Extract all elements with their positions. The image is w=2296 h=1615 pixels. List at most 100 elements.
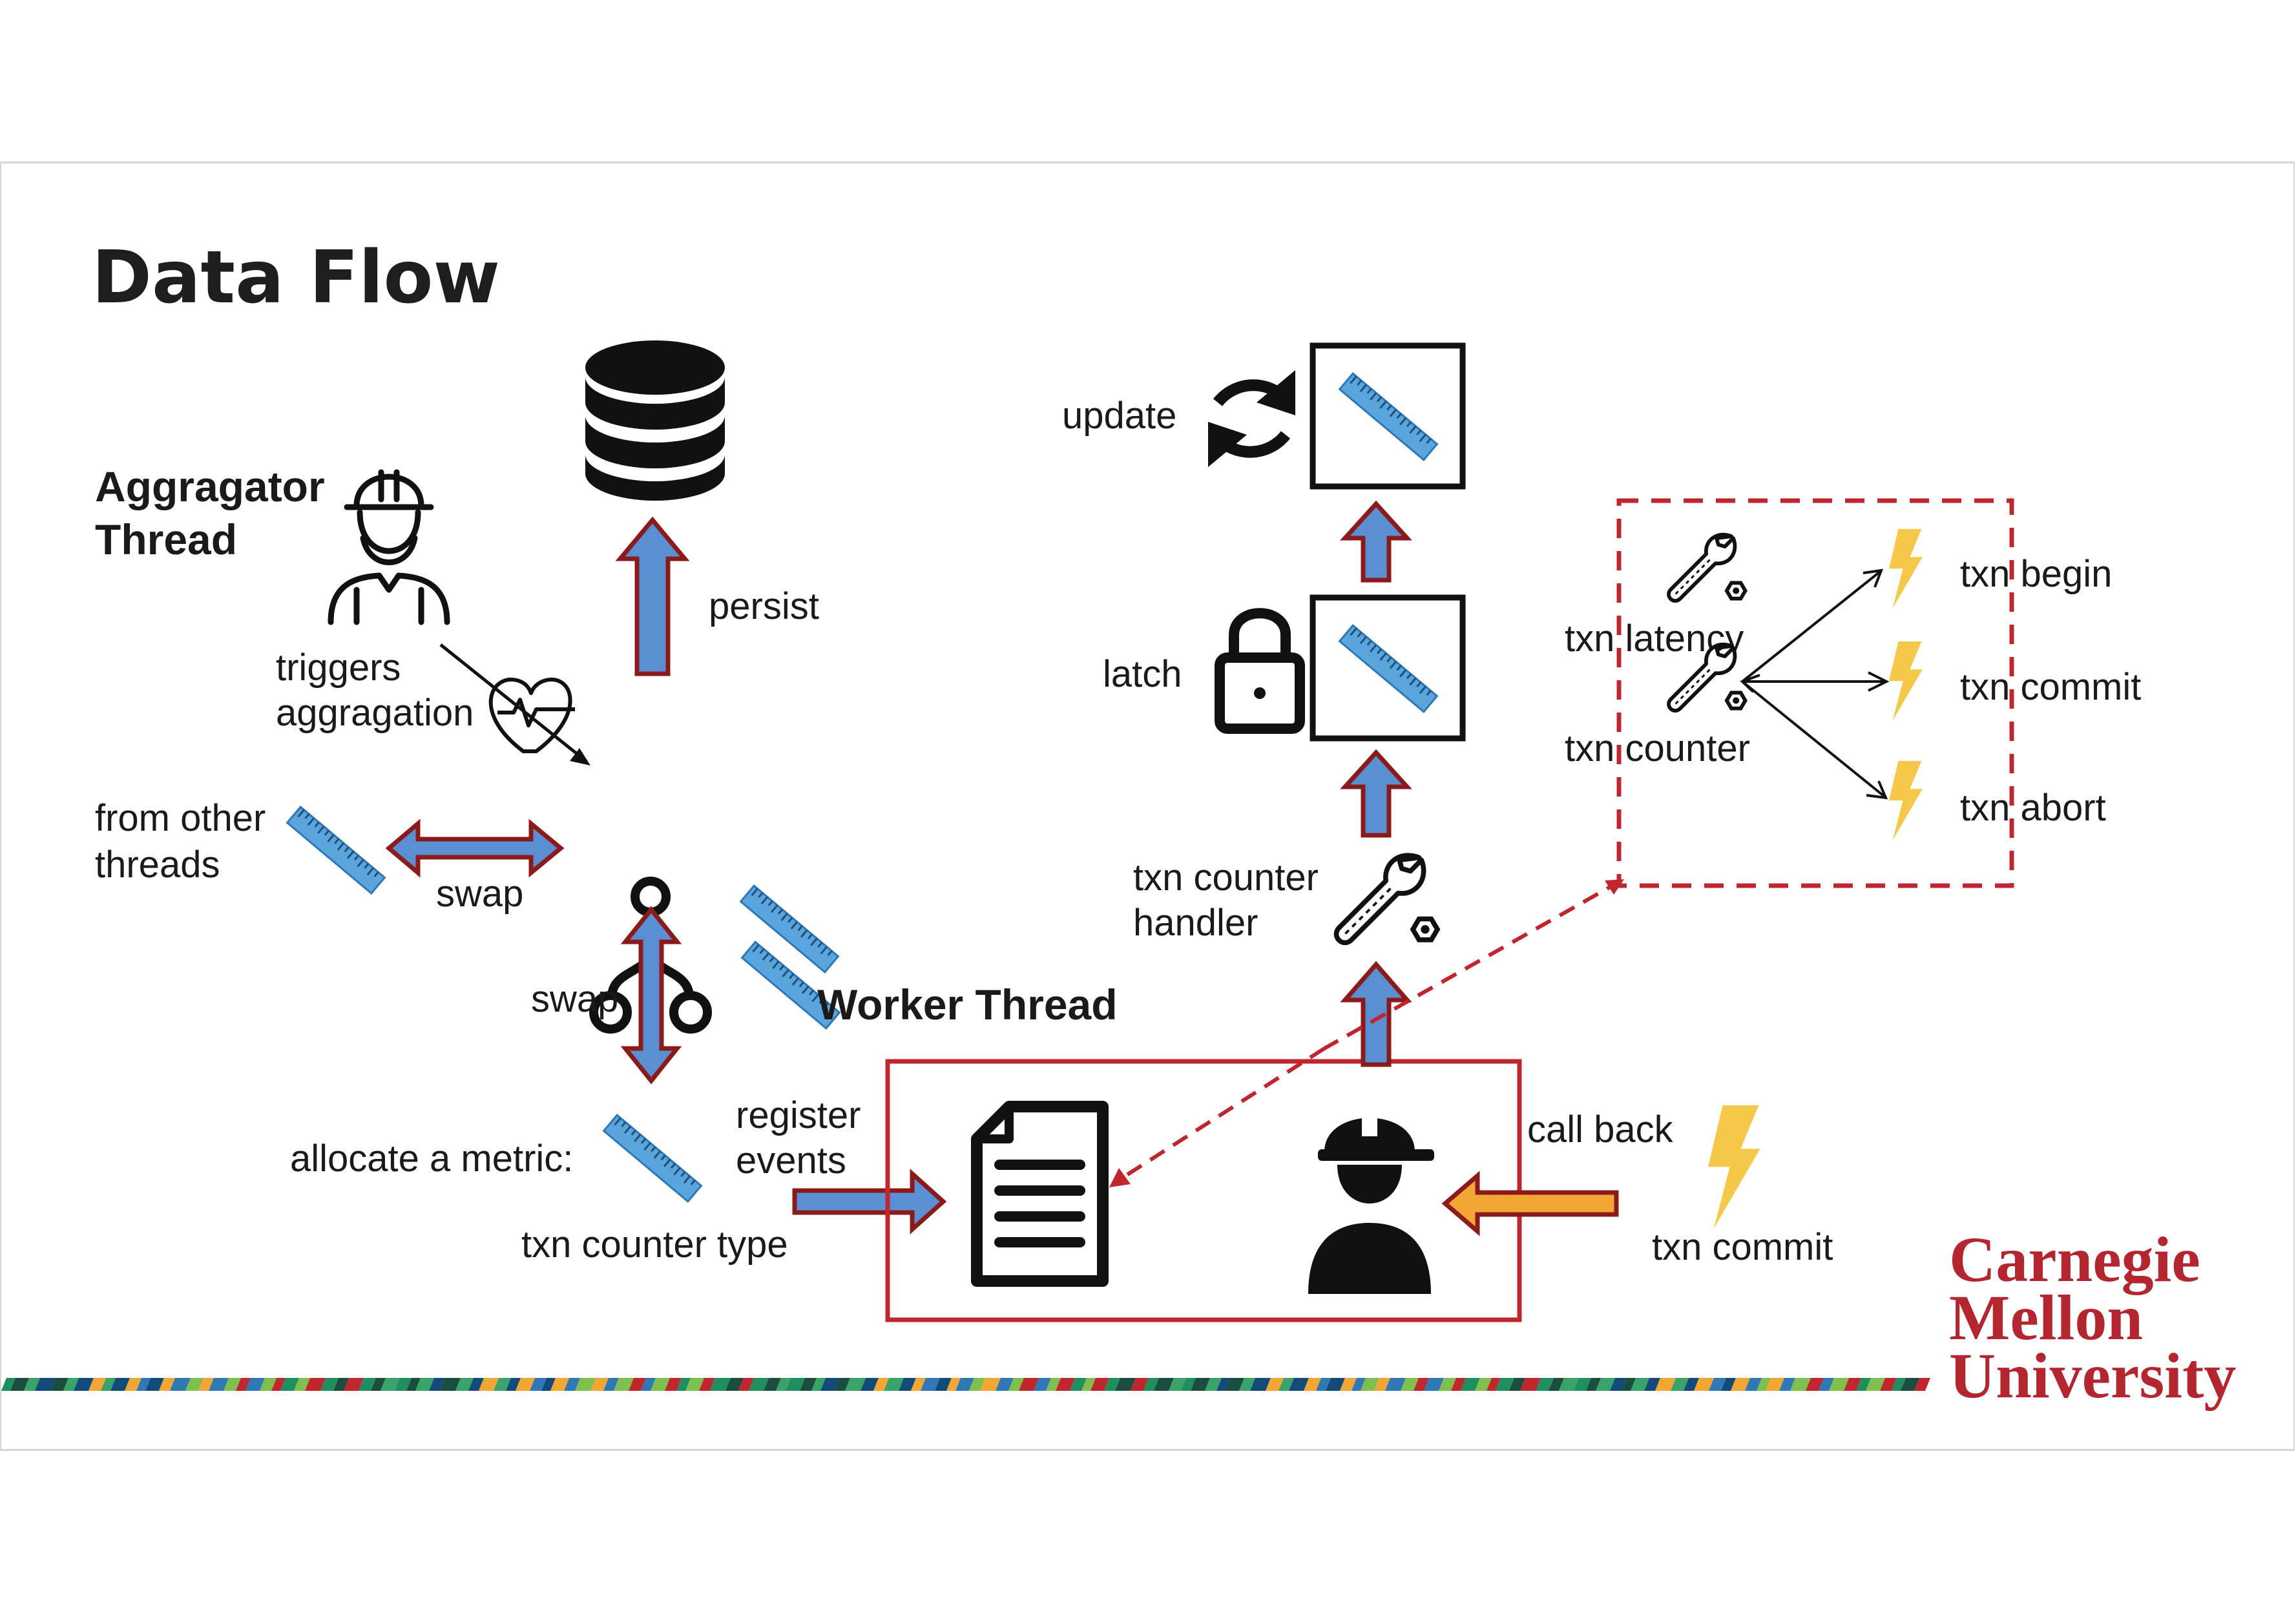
stripe-segment	[1721, 1378, 1736, 1391]
stripe-segment	[74, 1378, 94, 1391]
stripe-segment	[1340, 1378, 1357, 1391]
stripe-segment	[1856, 1378, 1871, 1391]
stripe-segment	[224, 1378, 241, 1391]
stripe-segment	[1191, 1378, 1210, 1391]
stripe-segment	[899, 1378, 916, 1391]
stripe-segment	[1496, 1378, 1514, 1391]
stripe-segment	[921, 1378, 940, 1391]
stripe-segment	[590, 1378, 609, 1391]
stripe-segment	[1586, 1378, 1601, 1391]
stripe-segment	[479, 1378, 499, 1391]
callout-line-lower	[1111, 1047, 1326, 1186]
stripe-segment	[1046, 1378, 1061, 1391]
stripe-segment	[1790, 1378, 1811, 1391]
stripe-segment	[1439, 1378, 1456, 1391]
stripe-segment	[776, 1378, 791, 1391]
stripe-segment	[1596, 1378, 1615, 1391]
counter-type-label: txn counter type	[521, 1224, 788, 1266]
stripe-segment	[145, 1378, 164, 1391]
stripe-segment	[541, 1378, 556, 1391]
stripe-segment	[1757, 1378, 1771, 1391]
stripe-segment	[110, 1378, 130, 1391]
stripe-segment	[1374, 1378, 1390, 1391]
bottom-commit-label: txn commit	[1652, 1226, 1833, 1268]
stripe-segment	[884, 1378, 904, 1391]
from-other-label-2: threads	[95, 844, 220, 886]
stripe-segment	[1216, 1378, 1231, 1391]
allocate-label: allocate a metric:	[290, 1138, 573, 1180]
slide-title: Data Flow	[92, 236, 500, 320]
stripe-segment	[516, 1378, 535, 1391]
stripe-segment	[1304, 1378, 1321, 1391]
swap-horizontal-arrow	[385, 818, 565, 878]
latch-to-update-arrow	[1340, 500, 1412, 583]
stripe-segment	[1019, 1378, 1039, 1391]
stripe-segment	[280, 1378, 299, 1391]
stripe-segment	[395, 1378, 412, 1391]
slide: Data Flow persist Aggragator Thread trig…	[0, 162, 2295, 1451]
stripe-segment	[1520, 1378, 1541, 1391]
stripe-segment	[764, 1378, 781, 1391]
stripe-segment	[506, 1378, 521, 1391]
stripe-segment	[1806, 1378, 1824, 1391]
stripe-segment	[1487, 1378, 1501, 1391]
stripe-segment	[811, 1378, 826, 1391]
worker-to-handler-arrow	[1340, 961, 1412, 1067]
stripe-segment	[1115, 1378, 1136, 1391]
persist-label: persist	[709, 585, 819, 627]
stripe-segment	[530, 1378, 547, 1391]
stripe-segment	[1424, 1378, 1444, 1391]
stripe-segment	[1694, 1378, 1714, 1391]
stripe-segment	[749, 1378, 769, 1391]
stripe-segment	[800, 1378, 817, 1391]
stripe-segment	[1250, 1378, 1271, 1391]
triggers-label-1: triggers	[276, 647, 401, 689]
stripe-segment	[125, 1378, 141, 1391]
aggregator-label-2: Thread	[95, 516, 237, 563]
handler-label-2: handler	[1133, 902, 1258, 944]
stripe-segment	[1104, 1378, 1120, 1391]
stripe-segment	[1671, 1378, 1689, 1391]
stripe-segment	[1461, 1378, 1480, 1391]
stripe-segment	[1559, 1378, 1579, 1391]
document-icon	[971, 1101, 1109, 1287]
stripe-segment	[50, 1378, 68, 1391]
txn-commit-label: txn commit	[1960, 666, 2141, 708]
stripe-segment	[209, 1378, 229, 1391]
txn-abort-label: txn abort	[1960, 787, 2106, 829]
stripe-segment	[1766, 1378, 1784, 1391]
stripe-segment	[381, 1378, 400, 1391]
stripe-segment	[359, 1378, 376, 1391]
stripe-segment	[1181, 1378, 1196, 1391]
stripe-segment	[371, 1378, 386, 1391]
stripe-segment	[1892, 1378, 1906, 1391]
register-label-2: events	[736, 1140, 846, 1182]
stripe-segment	[564, 1378, 580, 1391]
stripe-segment	[440, 1378, 461, 1391]
swap-vertical-arrow	[620, 906, 682, 1085]
stripe-segment	[1091, 1378, 1109, 1391]
stripe-segment	[820, 1378, 839, 1391]
stripe-segment	[685, 1378, 704, 1391]
update-label: update	[1062, 395, 1176, 437]
stripe-segment	[1709, 1378, 1726, 1391]
stripe-segment	[665, 1378, 682, 1391]
refresh-icon	[1208, 370, 1295, 467]
stripe-segment	[834, 1378, 850, 1391]
stripe-segment	[1655, 1378, 1676, 1391]
stripe-segment	[24, 1378, 40, 1391]
stripe-segment	[1154, 1378, 1174, 1391]
stripe-segment	[1622, 1378, 1636, 1391]
swap-vertical-label: swap	[531, 978, 618, 1020]
lock-icon	[1215, 608, 1305, 734]
ruler-icon-allocate	[603, 1114, 702, 1203]
stripe-segment	[550, 1378, 569, 1391]
stripe-segment	[980, 1378, 1001, 1391]
lightning-icon-abort	[1889, 761, 1923, 840]
events-dashed-box	[1616, 498, 2014, 888]
database-icon	[585, 340, 725, 501]
brand-line-2: Mellon	[1949, 1282, 2143, 1353]
stripe-segment	[614, 1378, 634, 1391]
stripe-segment	[1509, 1378, 1525, 1391]
stripe-segment	[575, 1378, 596, 1391]
